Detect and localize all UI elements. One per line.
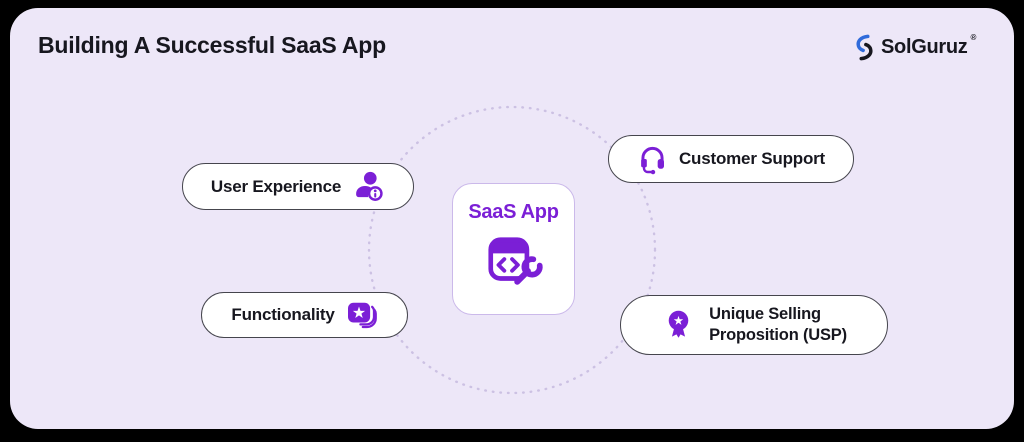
usp-label-line-1: Unique Selling	[709, 304, 821, 323]
node-label-user-experience: User Experience	[210, 176, 342, 196]
node-customer-support: Customer Support	[608, 135, 854, 183]
saas-app-card: SaaS App	[452, 183, 575, 315]
node-label-customer-support: Customer Support	[678, 149, 826, 168]
brand-logo: SolGuruz ®	[851, 31, 976, 63]
node-user-experience: User Experience	[182, 163, 414, 210]
solguruz-logo-icon	[856, 34, 873, 60]
layers-star-icon	[347, 302, 377, 329]
node-label-unique-selling-proposition: Unique Selling Proposition (USP)	[709, 304, 847, 346]
saas-app-label: SaaS App	[468, 201, 559, 223]
node-label-functionality: Functionality	[231, 305, 335, 324]
page-title: Building A Successful SaaS App	[38, 32, 387, 58]
headset-icon	[641, 146, 664, 174]
user-info-icon	[356, 171, 383, 201]
code-window-wrench-icon	[487, 237, 543, 285]
medal-star-icon	[668, 310, 689, 338]
dotted-circle	[367, 105, 657, 395]
node-unique-selling-proposition: Unique Selling Proposition (USP)	[620, 295, 888, 355]
registered-mark: ®	[970, 33, 977, 42]
usp-label-line-2: Proposition (USP)	[709, 326, 847, 344]
brand-logo-text: SolGuruz	[881, 35, 968, 58]
node-functionality: Functionality	[201, 292, 408, 338]
